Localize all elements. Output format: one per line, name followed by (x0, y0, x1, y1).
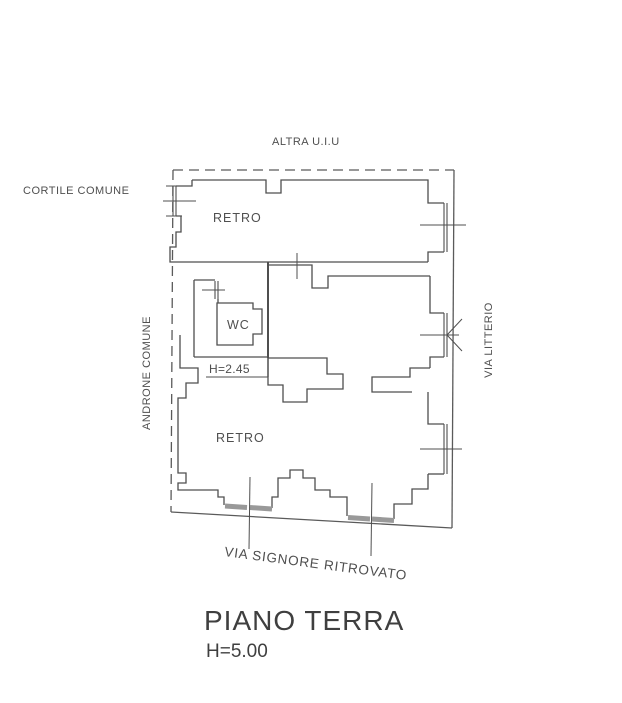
caption-title: PIANO TERRA (204, 605, 404, 636)
label-retro-bottom: RETRO (216, 431, 265, 445)
threshold-door-1 (224, 476, 273, 550)
boundary-left-dashed (170, 169, 174, 513)
wc-walls (193, 279, 269, 378)
label-retro-top: RETRO (213, 211, 262, 225)
door-axis-2 (370, 482, 373, 557)
door-right-icon (420, 313, 463, 357)
label-via-signore-ritrovato: VIA SIGNORE RITROVATO (224, 544, 408, 583)
boundary-bottom-solid (170, 511, 453, 529)
boundary-right-solid (451, 169, 455, 529)
window-right-3-icon (420, 424, 462, 474)
label-h245: H=2.45 (209, 362, 250, 376)
threshold-door-2 (347, 482, 395, 557)
label-androne-comune: ANDRONE COMUNE (141, 316, 153, 430)
label-cortile-comune: CORTILE COMUNE (23, 185, 129, 197)
window-left-icon (163, 185, 196, 217)
label-wc: WC (227, 318, 250, 332)
label-altra-uiu: ALTRA U.I.U (272, 136, 340, 148)
middle-walls (267, 253, 463, 403)
caption-height: H=5.00 (206, 641, 268, 662)
window-right-1-icon (420, 203, 466, 252)
wc-window-icon (202, 281, 225, 299)
lower-room-walls (177, 335, 462, 557)
top-room-walls (163, 179, 466, 263)
label-via-litterio: VIA LITTERIO (483, 302, 495, 378)
property-boundary (170, 169, 455, 529)
door-axis-1 (248, 476, 251, 550)
